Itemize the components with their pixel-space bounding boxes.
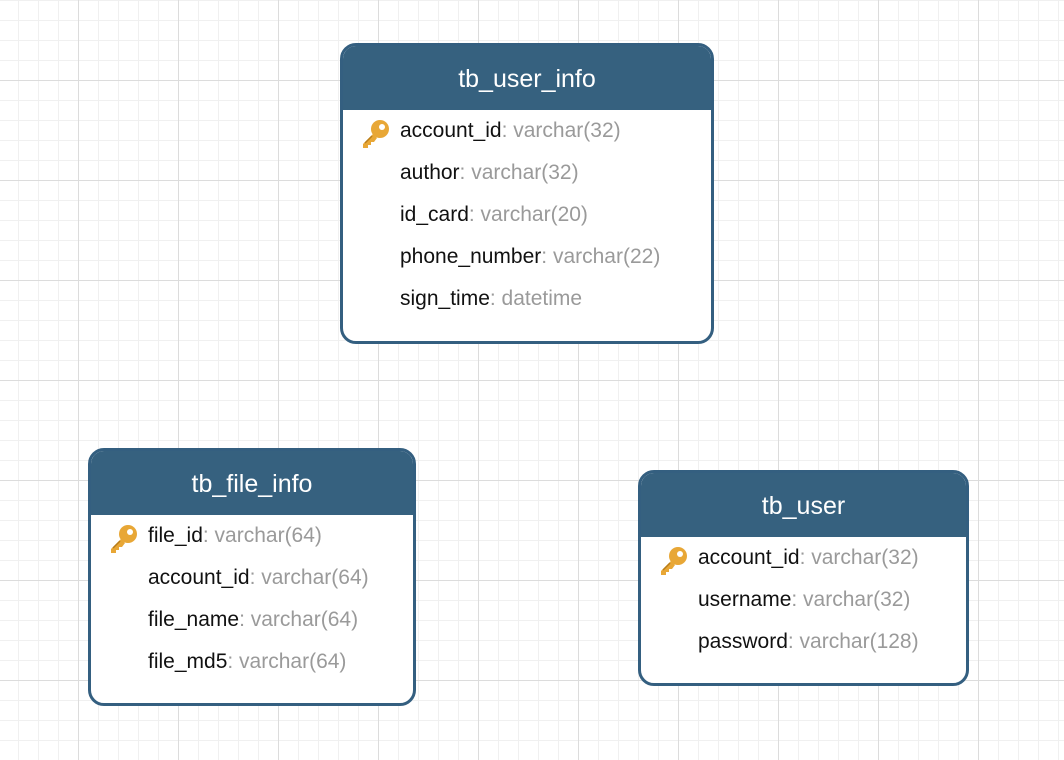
field-name: file_name <box>148 608 240 631</box>
field-type: : varchar(128) <box>787 630 919 653</box>
field-name: sign_time <box>400 287 490 310</box>
field-type: : varchar(64) <box>249 566 369 589</box>
field-row-account-id[interactable]: account_id: varchar(32) <box>343 110 711 152</box>
field-name: account_id <box>400 119 502 142</box>
field-name: phone_number <box>400 245 542 268</box>
entity-tb-user[interactable]: tb_user account_id: varchar(32) username… <box>638 470 969 686</box>
field-type: : varchar(64) <box>202 524 322 547</box>
field-row-author[interactable]: author: varchar(32) <box>343 152 711 194</box>
field-name: account_id <box>148 566 250 589</box>
field-name: file_id <box>148 524 203 547</box>
key-icon <box>658 545 690 577</box>
field-type: : datetime <box>489 287 583 310</box>
field-type: : varchar(64) <box>227 650 347 673</box>
field-type: : varchar(64) <box>239 608 359 631</box>
field-row-username[interactable]: username: varchar(32) <box>641 579 966 621</box>
field-type: : varchar(32) <box>799 546 919 569</box>
field-type: : varchar(32) <box>459 161 579 184</box>
field-name: file_md5 <box>148 650 228 673</box>
field-type: : varchar(20) <box>468 203 588 226</box>
entity-title[interactable]: tb_user_info <box>343 46 711 110</box>
field-row-id-card[interactable]: id_card: varchar(20) <box>343 194 711 236</box>
entity-tb-user-info[interactable]: tb_user_info account_id: varchar(32) aut… <box>340 43 714 344</box>
field-row-file-name[interactable]: file_name: varchar(64) <box>91 599 413 641</box>
key-icon <box>360 118 392 150</box>
field-type: : varchar(22) <box>541 245 661 268</box>
entity-title[interactable]: tb_file_info <box>91 451 413 515</box>
key-icon <box>108 523 140 555</box>
field-row-account-id[interactable]: account_id: varchar(32) <box>641 537 966 579</box>
field-type: : varchar(32) <box>791 588 911 611</box>
field-name: password <box>698 630 788 653</box>
field-type: : varchar(32) <box>501 119 621 142</box>
entity-fields: file_id: varchar(64) account_id: varchar… <box>91 515 413 683</box>
field-name: account_id <box>698 546 800 569</box>
field-row-sign-time[interactable]: sign_time: datetime <box>343 278 711 320</box>
entity-fields: account_id: varchar(32) username: varcha… <box>641 537 966 663</box>
entity-title[interactable]: tb_user <box>641 473 966 537</box>
field-row-password[interactable]: password: varchar(128) <box>641 621 966 663</box>
field-row-phone-number[interactable]: phone_number: varchar(22) <box>343 236 711 278</box>
field-name: username <box>698 588 792 611</box>
field-row-account-id[interactable]: account_id: varchar(64) <box>91 557 413 599</box>
entity-fields: account_id: varchar(32) author: varchar(… <box>343 110 711 320</box>
field-row-file-id[interactable]: file_id: varchar(64) <box>91 515 413 557</box>
field-name: id_card <box>400 203 469 226</box>
field-name: author <box>400 161 460 184</box>
field-row-file-md5[interactable]: file_md5: varchar(64) <box>91 641 413 683</box>
entity-tb-file-info[interactable]: tb_file_info file_id: varchar(64) accoun… <box>88 448 416 706</box>
